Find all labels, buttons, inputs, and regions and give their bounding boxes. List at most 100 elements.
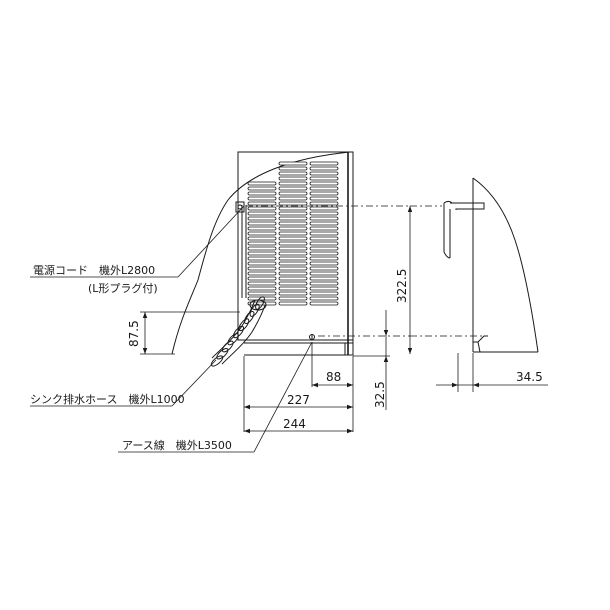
louver-slot — [309, 211, 339, 216]
louver-slot — [247, 196, 277, 201]
louver-slot — [247, 291, 277, 296]
louver-slot — [247, 261, 277, 266]
power-cord-connector-icon — [235, 201, 245, 213]
louver-slot — [309, 256, 339, 261]
dimension-arrowhead — [347, 382, 353, 388]
earth-terminal-icon — [309, 334, 315, 340]
dimension-arrowhead — [473, 382, 479, 388]
dimension-arrowhead — [347, 428, 353, 434]
louver-slot — [278, 256, 308, 261]
louver-slot — [309, 186, 339, 191]
louver-slot — [247, 241, 277, 246]
hose-coil — [238, 318, 250, 332]
louver-slot — [309, 196, 339, 201]
louver-slot — [309, 231, 339, 236]
louver-slot — [247, 186, 277, 191]
louver-slot — [278, 206, 308, 211]
louver-slot — [309, 281, 339, 286]
louver-slot — [309, 246, 339, 251]
louver-slot — [309, 221, 339, 226]
dimension-arrowhead — [347, 404, 353, 410]
louver-slot — [309, 181, 339, 186]
sink-hose-label: シンク排水ホース 機外L1000 — [30, 392, 185, 406]
louver-slot — [309, 201, 339, 206]
hose-coil — [255, 296, 265, 310]
dimension-arrowhead — [383, 330, 389, 336]
louver-slot — [247, 181, 277, 186]
louver-slot — [309, 291, 339, 296]
dimension-arrowhead — [142, 348, 148, 354]
dimension-arrowhead — [142, 312, 148, 318]
louver-slot — [278, 201, 308, 206]
louver-slot — [247, 296, 277, 301]
louver-slot — [247, 211, 277, 216]
louver-slot — [278, 286, 308, 291]
louver-slot — [309, 301, 339, 306]
louver-slot — [247, 266, 277, 271]
louver-slot — [309, 276, 339, 281]
louver-slot — [247, 206, 277, 211]
louver-slot — [309, 166, 339, 171]
dimension-arrowhead — [312, 382, 318, 388]
dimension-lines — [144, 206, 548, 432]
louver-slot — [278, 166, 308, 171]
louver-slot — [247, 216, 277, 221]
louver-slot — [247, 231, 277, 236]
louver-slot — [278, 216, 308, 221]
louver-slot — [247, 191, 277, 196]
louver-slot — [247, 286, 277, 291]
louver-slot — [278, 271, 308, 276]
louver-slot — [278, 171, 308, 176]
louver-slot — [278, 296, 308, 301]
drain-hose-icon — [210, 296, 267, 367]
dimension-arrows — [142, 206, 479, 434]
unit-front-view — [443, 177, 539, 353]
dim-34-5: 34.5 — [516, 370, 543, 384]
louver-slot — [309, 226, 339, 231]
louver-slot — [278, 196, 308, 201]
louver-slot — [278, 236, 308, 241]
louver-slot — [247, 201, 277, 206]
hose-coil — [216, 348, 229, 360]
louver-slot — [278, 221, 308, 226]
louver-slot — [278, 241, 308, 246]
power-cord-note: (L形プラグ付) — [88, 281, 158, 295]
dim-87-5: 87.5 — [127, 320, 141, 347]
louver-slot — [278, 251, 308, 256]
hose-coil — [244, 311, 255, 324]
unit-side-view — [171, 151, 354, 356]
louver-slot — [309, 236, 339, 241]
louver-slot — [278, 291, 308, 296]
louver-slot — [309, 266, 339, 271]
dim-244: 244 — [283, 417, 306, 431]
louver-slot — [278, 281, 308, 286]
louver-slot — [247, 221, 277, 226]
louver-slot — [278, 301, 308, 306]
louver-slot — [309, 286, 339, 291]
louver-slot — [309, 261, 339, 266]
louver-slot — [247, 271, 277, 276]
dimension-arrowhead — [383, 356, 389, 362]
louver-slot — [309, 171, 339, 176]
louver-slot — [278, 181, 308, 186]
louver-slot — [278, 161, 308, 166]
louver-slot — [278, 266, 308, 271]
dimension-arrowhead — [244, 428, 250, 434]
louver-slot — [309, 271, 339, 276]
louver-slot — [247, 226, 277, 231]
louver-slot — [247, 281, 277, 286]
dim-322-5: 322.5 — [395, 269, 409, 303]
dimension-arrowhead — [407, 206, 413, 212]
dim-227: 227 — [287, 393, 310, 407]
louver-slot — [309, 191, 339, 196]
dimension-arrowhead — [452, 382, 458, 388]
louver-slot — [247, 256, 277, 261]
louver-slot — [247, 276, 277, 281]
dim-32-5: 32.5 — [373, 381, 387, 408]
louver-slot — [278, 186, 308, 191]
leader-lines — [30, 205, 313, 453]
louver-slot — [309, 251, 339, 256]
ventilation-louvers — [247, 161, 339, 306]
louver-slot — [278, 176, 308, 181]
